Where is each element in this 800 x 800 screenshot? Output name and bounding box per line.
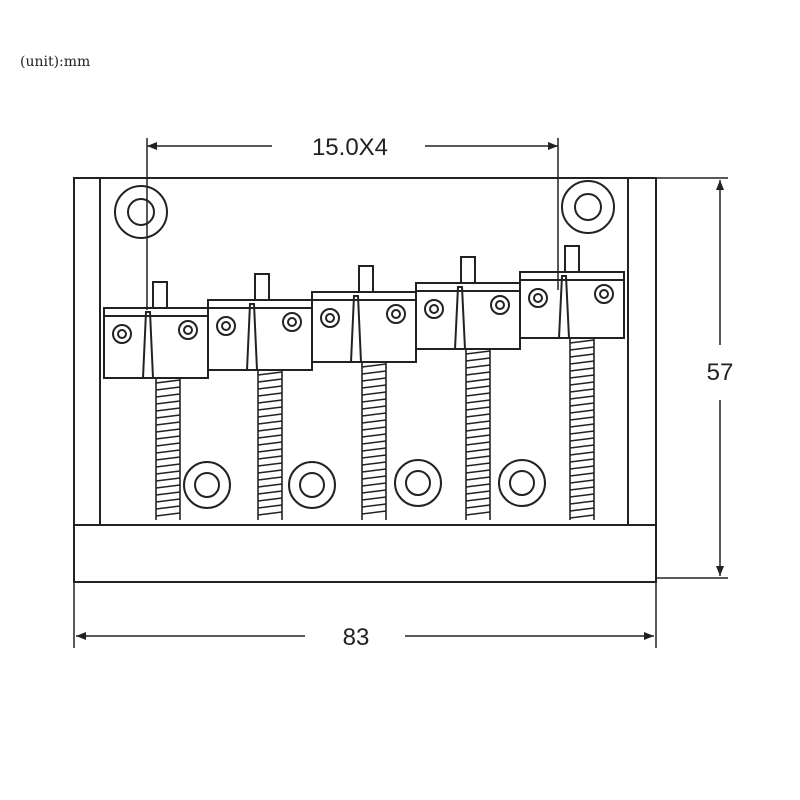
saddle-1 bbox=[103, 281, 209, 379]
screw-icon bbox=[112, 324, 132, 344]
screw-icon bbox=[424, 299, 444, 319]
lower-mounting-holes bbox=[183, 459, 546, 509]
width-dimension bbox=[73, 582, 657, 648]
spring-3 bbox=[361, 360, 387, 520]
string-groove bbox=[142, 311, 154, 379]
screw-icon bbox=[216, 316, 236, 336]
spring-coils bbox=[257, 371, 283, 516]
string-groove bbox=[454, 286, 466, 350]
spacing-dimension-label: 15.0X4 bbox=[312, 134, 388, 161]
springs bbox=[155, 336, 595, 520]
height-post bbox=[152, 281, 168, 311]
saddles bbox=[103, 245, 625, 379]
height-post bbox=[460, 256, 476, 286]
string-groove bbox=[350, 295, 362, 363]
spring-5 bbox=[569, 336, 595, 520]
unit-label: (unit):mm bbox=[20, 54, 91, 70]
screw-icon bbox=[178, 320, 198, 340]
saddle-4 bbox=[415, 256, 521, 350]
screw-icon bbox=[594, 284, 614, 304]
height-dimension-label: 57 bbox=[707, 359, 734, 386]
mounting-hole-lower-3 bbox=[394, 459, 442, 507]
height-dimension bbox=[656, 177, 728, 579]
width-dimension-label: 83 bbox=[343, 624, 370, 651]
screw-icon bbox=[320, 308, 340, 328]
spring-coils bbox=[569, 339, 595, 519]
spring-4 bbox=[465, 347, 491, 520]
base-plate bbox=[73, 177, 657, 583]
spring-coils bbox=[361, 363, 387, 515]
screw-icon bbox=[490, 295, 510, 315]
base-plate-outline bbox=[73, 177, 657, 583]
mounting-hole-lower-4 bbox=[498, 459, 546, 507]
screw-icon bbox=[282, 312, 302, 332]
saddle-2 bbox=[207, 273, 313, 371]
string-groove bbox=[246, 303, 258, 371]
mounting-hole-lower-2 bbox=[288, 461, 336, 509]
spring-coils bbox=[155, 379, 181, 517]
string-groove bbox=[558, 275, 570, 339]
height-post bbox=[358, 265, 374, 295]
screw-icon bbox=[528, 288, 548, 308]
top-mounting-holes bbox=[114, 180, 615, 239]
spring-2 bbox=[257, 368, 283, 520]
saddle-3 bbox=[311, 265, 417, 363]
screw-icon bbox=[386, 304, 406, 324]
height-post bbox=[564, 245, 580, 275]
mounting-hole-top-right bbox=[561, 180, 615, 234]
spring-1 bbox=[155, 376, 181, 520]
spring-coils bbox=[465, 350, 491, 516]
saddle-5 bbox=[519, 245, 625, 339]
mounting-hole-top-left bbox=[114, 185, 168, 239]
mounting-hole-lower-1 bbox=[183, 461, 231, 509]
spacing-dimension bbox=[146, 138, 559, 310]
height-post bbox=[254, 273, 270, 303]
